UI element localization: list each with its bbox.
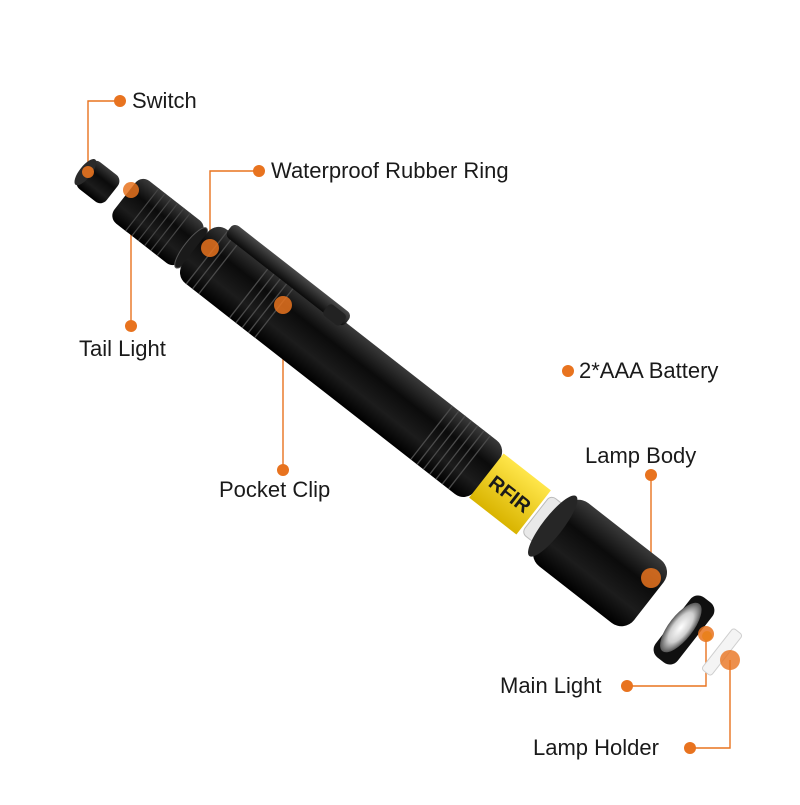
label-lamp-body: Lamp Body <box>585 443 697 468</box>
label-tail-light: Tail Light <box>79 336 166 361</box>
label-rubber-ring: Waterproof Rubber Ring <box>271 158 509 183</box>
label-battery: 2*AAA Battery <box>579 358 719 383</box>
callout-dots <box>82 95 740 754</box>
tail-cap-part <box>112 178 208 269</box>
leader-lines <box>87 100 731 749</box>
lamp-body-part <box>528 495 668 627</box>
pocket-clip-shape <box>226 225 350 326</box>
head-ring-part <box>653 595 715 665</box>
barrel-part <box>179 225 503 497</box>
label-switch: Switch <box>132 88 197 113</box>
label-main-light: Main Light <box>500 673 602 698</box>
label-pocket-clip: Pocket Clip <box>219 477 331 502</box>
battery-part: RFIR <box>469 453 551 535</box>
label-lamp-holder: Lamp Holder <box>533 735 659 760</box>
switch-part <box>74 159 120 204</box>
